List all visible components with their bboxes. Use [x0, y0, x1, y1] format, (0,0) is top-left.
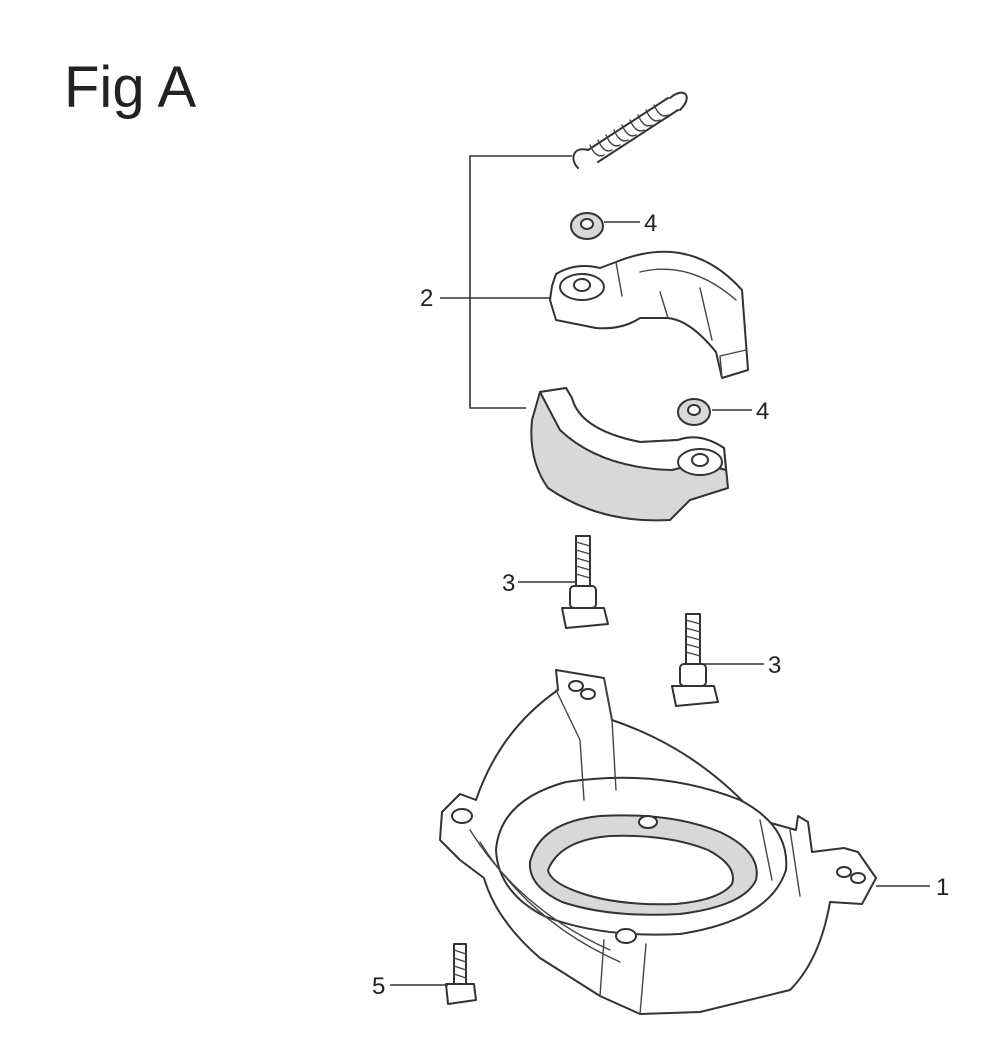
clutch-housing	[439, 669, 877, 1015]
callout-5: 5	[372, 973, 385, 1000]
leader-2-bracket	[469, 155, 572, 409]
clutch-shoe-lower	[530, 387, 729, 522]
callout-4-lower: 4	[756, 398, 769, 425]
clutch-shoe-upper	[549, 250, 749, 379]
callout-3-left: 3	[502, 570, 515, 597]
bolt-right	[671, 613, 719, 707]
washer-upper	[570, 212, 604, 240]
washer-lower	[677, 398, 711, 426]
bolt-small	[445, 943, 477, 1005]
callout-2: 2	[420, 285, 433, 312]
callout-1: 1	[936, 874, 949, 901]
clutch-spring	[572, 91, 688, 169]
callout-4-upper: 4	[644, 210, 657, 237]
bolt-left	[561, 535, 609, 629]
figure-title: Fig A	[64, 55, 196, 120]
callout-3-right: 3	[768, 652, 781, 679]
